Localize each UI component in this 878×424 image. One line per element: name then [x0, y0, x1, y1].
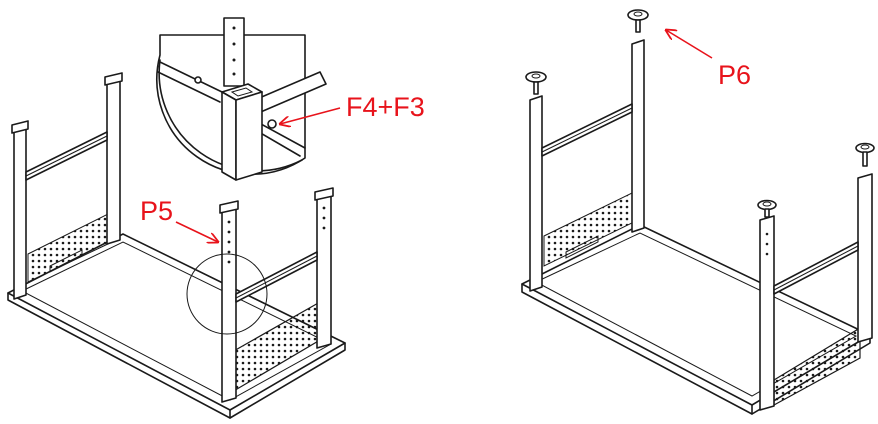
callout-label-p6: P6 — [718, 60, 751, 90]
callout-p5: P5 — [140, 196, 218, 242]
left-detail-inset — [156, 17, 327, 181]
left-table-frame — [7, 72, 346, 419]
callout-arrow-f4-f3 — [280, 107, 341, 124]
callout-p6: P6 — [666, 30, 751, 90]
leveling-foot-front-left — [757, 199, 777, 218]
callout-arrow-p6 — [666, 30, 713, 59]
right-table-frame — [521, 39, 873, 415]
leveling-foot-back-right — [627, 9, 649, 33]
leveling-foot-back-left — [525, 71, 547, 95]
leveling-foot-front-right — [855, 142, 875, 167]
left-joint-highlight-circle — [186, 253, 268, 335]
callout-label-f4-f3: F4+F3 — [346, 92, 425, 122]
callout-arrow-p5 — [175, 221, 218, 242]
callout-label-p5: P5 — [140, 196, 173, 226]
callout-f4-f3: F4+F3 — [280, 92, 425, 124]
